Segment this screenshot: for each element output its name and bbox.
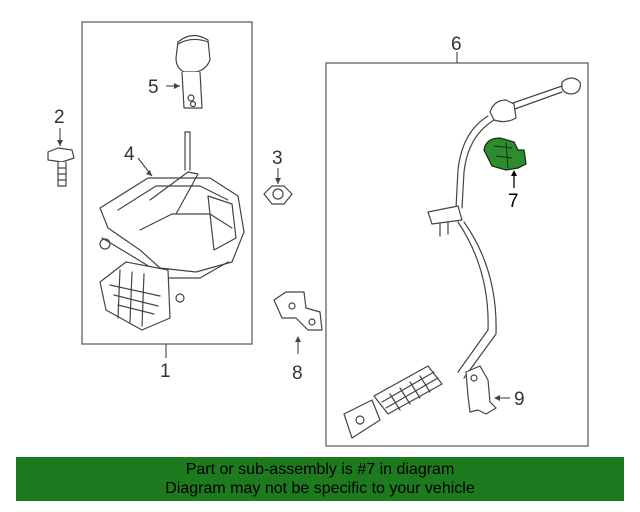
retainer-clip-part-7-highlighted[interactable] <box>483 137 527 171</box>
banner-line-1: Part or sub-assembly is #7 in diagram <box>185 461 455 478</box>
leader-lines <box>57 52 517 401</box>
bracket-part-8[interactable] <box>273 291 323 331</box>
callout-3: 3 <box>272 148 283 169</box>
assembly-1-frame <box>81 21 253 345</box>
part-info-banner: Part or sub-assembly is #7 in diagram Di… <box>16 457 624 501</box>
bolt-part-2[interactable] <box>47 147 75 187</box>
shifter-assembly-part-4[interactable] <box>99 131 245 331</box>
callout-7: 7 <box>508 191 519 212</box>
callout-5: 5 <box>148 77 159 98</box>
callout-8: 8 <box>292 363 303 384</box>
shift-cable-part-6[interactable] <box>343 77 581 439</box>
callout-4: 4 <box>124 144 135 165</box>
highlighted-part-shape <box>483 137 527 171</box>
callout-6: 6 <box>451 34 462 55</box>
parts-diagram: 1 2 3 4 5 6 7 8 9 <box>47 21 589 447</box>
callout-9: 9 <box>514 389 525 410</box>
shift-knob-part-5[interactable] <box>175 34 211 109</box>
bracket-part-9[interactable] <box>465 365 497 415</box>
callout-2: 2 <box>54 107 65 128</box>
assembly-6-frame <box>325 62 589 447</box>
callout-1: 1 <box>160 361 171 382</box>
banner-line-2: Diagram may not be specific to your vehi… <box>165 480 475 497</box>
nut-part-3[interactable] <box>263 185 293 205</box>
